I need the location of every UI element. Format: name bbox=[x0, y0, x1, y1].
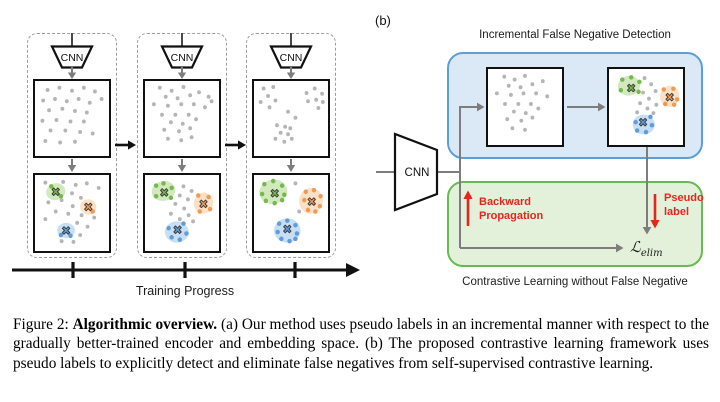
training-progress-label: Training Progress bbox=[136, 284, 234, 298]
training-stage-1: CNN bbox=[27, 33, 117, 258]
down-arrow-icon bbox=[286, 159, 296, 172]
cnn-label: CNN bbox=[405, 167, 430, 179]
down-arrow-icon bbox=[67, 67, 77, 79]
stage-transition-arrow-icon bbox=[225, 140, 246, 150]
input-stub-line bbox=[290, 33, 292, 46]
pseudo-label-label: Pseudo label bbox=[664, 192, 704, 218]
subfigure-b-tag: (b) bbox=[375, 13, 391, 28]
embedding-space-box-b bbox=[486, 67, 564, 147]
cnn-label: CNN bbox=[61, 52, 84, 64]
pseudo-label-cluster-box bbox=[33, 173, 111, 253]
cnn-encoder-trapezoid: CNN bbox=[269, 45, 313, 69]
backward-propagation-label: Backward Propagation bbox=[479, 196, 544, 222]
caption-bold-title: Algorithmic overview. bbox=[72, 316, 218, 333]
elimination-loss-symbol: ℒelim bbox=[630, 238, 663, 259]
cnn-encoder-trapezoid-b: CNN bbox=[393, 132, 439, 212]
cluster-plot bbox=[259, 178, 323, 244]
input-stub-line bbox=[71, 33, 73, 46]
training-progress-axis: Training Progress bbox=[12, 262, 360, 298]
stage-transition-arrow-icon bbox=[115, 140, 136, 150]
scatter-plot bbox=[494, 73, 550, 132]
embedding-space-box bbox=[33, 79, 111, 158]
cnn-label: CNN bbox=[280, 52, 303, 64]
training-stage-2: CNN bbox=[137, 33, 227, 258]
false-negative-detection-box bbox=[607, 67, 685, 147]
axis-arrowhead-icon bbox=[346, 263, 360, 277]
input-stub-line bbox=[181, 33, 183, 46]
scatter-plot bbox=[258, 85, 325, 144]
contrastive-learning-title: Contrastive Learning without False Negat… bbox=[462, 276, 688, 288]
cnn-encoder-trapezoid: CNN bbox=[50, 45, 94, 69]
pseudo-label-cluster-box bbox=[252, 173, 330, 253]
pseudo-label-cluster-box bbox=[143, 173, 221, 253]
detection-title: Incremental False Negative Detection bbox=[479, 29, 671, 41]
caption-body: (a) Our method uses pseudo labels in an … bbox=[13, 316, 710, 372]
cluster-plot bbox=[43, 179, 101, 244]
embedding-space-box bbox=[252, 79, 330, 158]
scatter-plot bbox=[151, 85, 214, 143]
down-arrow-icon bbox=[67, 159, 77, 172]
contrastive-learning-region bbox=[447, 181, 703, 267]
figure-number: Figure 2: bbox=[13, 316, 69, 333]
training-stage-3: CNN bbox=[246, 33, 336, 258]
down-arrow-icon bbox=[177, 67, 187, 79]
down-arrow-icon bbox=[177, 159, 187, 172]
embedding-space-box bbox=[143, 79, 221, 158]
cluster-plot bbox=[617, 75, 680, 135]
cnn-encoder-trapezoid: CNN bbox=[160, 45, 204, 69]
cnn-label: CNN bbox=[171, 52, 194, 64]
figure-caption: Figure 2: Algorithmic overview. (a) Our … bbox=[13, 315, 709, 373]
scatter-plot bbox=[40, 85, 104, 145]
cluster-plot bbox=[151, 181, 214, 243]
down-arrow-icon bbox=[286, 67, 296, 79]
